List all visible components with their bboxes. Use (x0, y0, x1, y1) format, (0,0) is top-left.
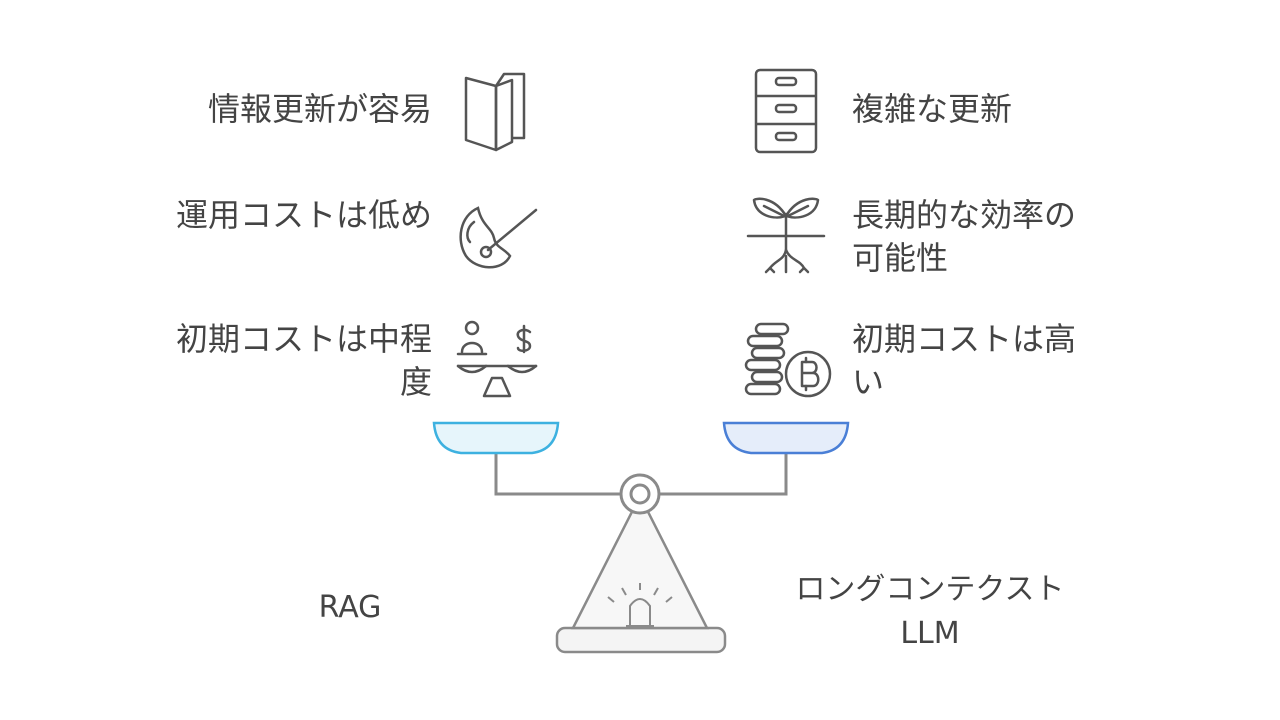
beam-right (655, 451, 788, 496)
sprout-icon (746, 197, 826, 274)
coins-bitcoin-icon (744, 322, 832, 398)
balance-person-dollar-icon (456, 320, 538, 398)
llm-item-1-label: 複雑な更新 (852, 90, 1013, 128)
long-context-llm-title: ロングコンテクスト LLM (795, 572, 1065, 651)
rag-item-2-label: 運用コストは低め (175, 196, 432, 234)
pan-right (722, 421, 850, 455)
folder-icon (464, 72, 526, 152)
scale-pillar (570, 493, 710, 630)
pan-left (432, 421, 560, 455)
llm-item-2-label: 長期的な効率の可能性 (852, 196, 1077, 277)
filing-cabinet-icon (754, 68, 818, 154)
rag-item-1-label: 情報更新が容易 (207, 90, 432, 128)
rag-title: RAG (318, 590, 382, 625)
llm-item-3-label: 初期コストは高い (852, 320, 1077, 401)
palette-icon (459, 206, 538, 269)
beam-left (494, 451, 625, 496)
scale-base (555, 626, 727, 654)
beacon-icon (607, 583, 673, 627)
pivot-inner (629, 483, 651, 505)
rag-item-3-label: 初期コストは中程度 (175, 320, 432, 401)
